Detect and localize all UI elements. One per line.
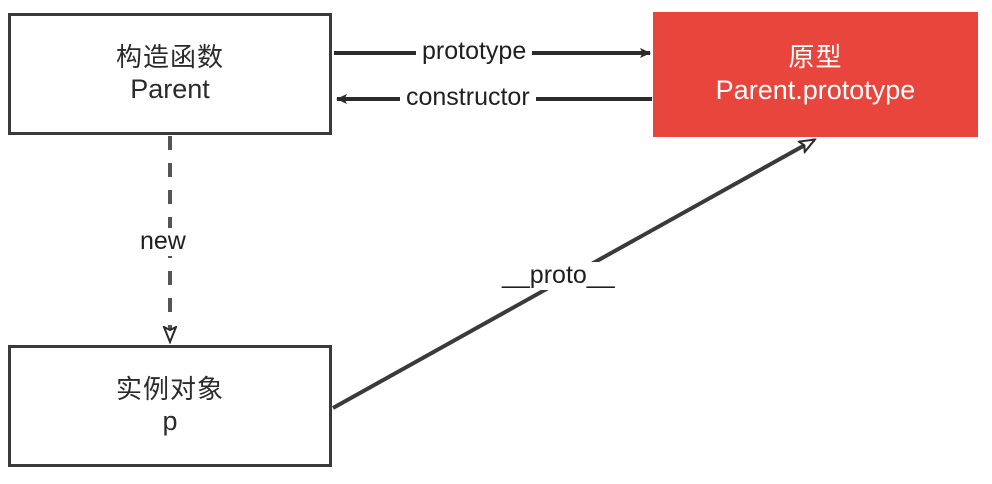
edge-label-prototype: prototype [416, 37, 533, 66]
edge-label-new: new [134, 227, 192, 256]
prototype-node-subtitle: Parent.prototype [715, 74, 916, 105]
edge-label-proto: __proto__ [496, 261, 621, 290]
edge-label-constructor: constructor [400, 83, 536, 112]
instance-node-subtitle: p [162, 406, 178, 437]
prototype-node-title: 原型 [788, 42, 843, 73]
instance-node-title: 实例对象 [115, 373, 224, 404]
prototype-node[interactable]: 原型 Parent.prototype [653, 12, 978, 137]
instance-node[interactable]: 实例对象 p [8, 345, 332, 467]
constructor-node[interactable]: 构造函数 Parent [8, 13, 332, 135]
constructor-node-subtitle: Parent [130, 74, 210, 105]
constructor-node-title: 构造函数 [115, 41, 224, 72]
